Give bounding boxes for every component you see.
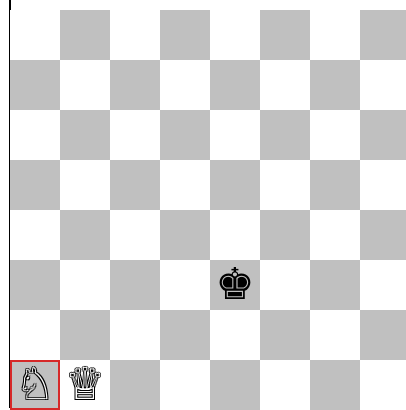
square-r7-c6[interactable]	[310, 360, 360, 410]
square-r7-c1[interactable]: ♕	[60, 360, 110, 410]
square-r1-c6[interactable]	[310, 60, 360, 110]
square-r5-c2[interactable]	[110, 260, 160, 310]
square-r0-c3[interactable]	[160, 10, 210, 60]
square-r1-c2[interactable]	[110, 60, 160, 110]
square-r7-c3[interactable]	[160, 360, 210, 410]
square-r6-c4[interactable]	[210, 310, 260, 360]
square-r0-c5[interactable]	[260, 10, 310, 60]
square-r4-c5[interactable]	[260, 210, 310, 260]
chess-board: ♚ ♘♕	[10, 10, 406, 410]
square-r2-c5[interactable]	[260, 110, 310, 160]
square-r2-c3[interactable]	[160, 110, 210, 160]
square-r0-c7[interactable]	[360, 10, 406, 60]
square-r6-c0[interactable]	[10, 310, 60, 360]
square-r4-c3[interactable]	[160, 210, 210, 260]
square-r5-c0[interactable]	[10, 260, 60, 310]
square-r4-c0[interactable]	[10, 210, 60, 260]
square-r6-c1[interactable]	[60, 310, 110, 360]
square-r3-c2[interactable]	[110, 160, 160, 210]
square-r5-c5[interactable]	[260, 260, 310, 310]
white-queen-icon[interactable]: ♕	[65, 360, 104, 410]
square-r3-c4[interactable]	[210, 160, 260, 210]
square-r6-c5[interactable]	[260, 310, 310, 360]
square-r2-c2[interactable]	[110, 110, 160, 160]
square-r2-c1[interactable]	[60, 110, 110, 160]
square-r4-c7[interactable]	[360, 210, 406, 260]
square-r3-c3[interactable]	[160, 160, 210, 210]
square-r7-c7[interactable]	[360, 360, 406, 410]
square-r5-c1[interactable]	[60, 260, 110, 310]
square-r2-c4[interactable]	[210, 110, 260, 160]
square-r2-c0[interactable]	[10, 110, 60, 160]
square-r7-c2[interactable]	[110, 360, 160, 410]
square-r5-c3[interactable]	[160, 260, 210, 310]
square-r0-c0[interactable]	[10, 10, 60, 60]
square-r5-c6[interactable]	[310, 260, 360, 310]
black-king-icon[interactable]: ♚	[215, 260, 254, 310]
square-r1-c5[interactable]	[260, 60, 310, 110]
square-r1-c0[interactable]	[10, 60, 60, 110]
square-r5-c4[interactable]: ♚	[210, 260, 260, 310]
square-r0-c4[interactable]	[210, 10, 260, 60]
square-r1-c7[interactable]	[360, 60, 406, 110]
square-r4-c2[interactable]	[110, 210, 160, 260]
square-r7-c5[interactable]	[260, 360, 310, 410]
square-r3-c7[interactable]	[360, 160, 406, 210]
square-r2-c7[interactable]	[360, 110, 406, 160]
square-r2-c6[interactable]	[310, 110, 360, 160]
square-r6-c2[interactable]	[110, 310, 160, 360]
square-r0-c1[interactable]	[60, 10, 110, 60]
square-r1-c3[interactable]	[160, 60, 210, 110]
square-r0-c6[interactable]	[310, 10, 360, 60]
square-r1-c4[interactable]	[210, 60, 260, 110]
square-r1-c1[interactable]	[60, 60, 110, 110]
white-knight-icon[interactable]: ♘	[15, 360, 54, 410]
square-r7-c4[interactable]	[210, 360, 260, 410]
square-r6-c6[interactable]	[310, 310, 360, 360]
square-r5-c7[interactable]	[360, 260, 406, 310]
square-r3-c5[interactable]	[260, 160, 310, 210]
square-r4-c1[interactable]	[60, 210, 110, 260]
square-r3-c6[interactable]	[310, 160, 360, 210]
square-r7-c0[interactable]: ♘	[10, 360, 60, 410]
square-r6-c7[interactable]	[360, 310, 406, 360]
square-r3-c1[interactable]	[60, 160, 110, 210]
square-r3-c0[interactable]	[10, 160, 60, 210]
square-r0-c2[interactable]	[110, 10, 160, 60]
square-r4-c4[interactable]	[210, 210, 260, 260]
square-r4-c6[interactable]	[310, 210, 360, 260]
square-r6-c3[interactable]	[160, 310, 210, 360]
